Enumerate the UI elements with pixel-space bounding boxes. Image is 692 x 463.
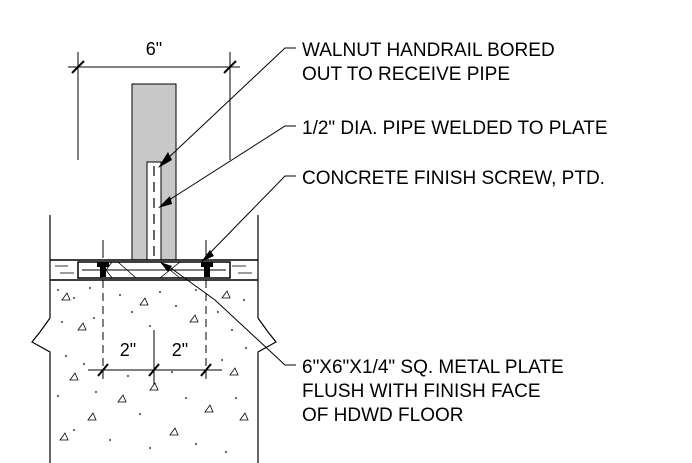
callout-handrail-line-1: WALNUT HANDRAIL BORED [302, 40, 555, 61]
slab-outline [31, 215, 277, 463]
screw-spacing-right-label: 2" [172, 340, 188, 360]
callout-plate-line-2: FLUSH WITH FINISH FACE [302, 381, 541, 402]
callout-handrail-line-2: OUT TO RECEIVE PIPE [302, 64, 510, 85]
hardwood-floor-hatch [55, 265, 252, 274]
finish-screw-left [97, 262, 109, 277]
screw-spacing-left-label: 2" [120, 340, 136, 360]
concrete-dots [57, 287, 247, 453]
callout-pipe-line-1: 1/2" DIA. PIPE WELDED TO PLATE [302, 118, 608, 139]
callout-plate-line-1: 6"X6"X1/4" SQ. METAL PLATE [302, 357, 564, 378]
handrail-bore [146, 161, 162, 261]
concrete-hatch [59, 290, 249, 441]
finish-screw-right [201, 262, 213, 277]
screw-spacing-dimension [88, 330, 222, 385]
reference-lines [102, 240, 207, 258]
width-dimension-label: 6" [146, 39, 162, 59]
callout-leaders [165, 47, 296, 366]
screw-shafts [102, 280, 207, 380]
callout-screw-line-1: CONCRETE FINISH SCREW, PTD. [302, 168, 605, 189]
callout-arrowheads [158, 152, 214, 272]
width-dimension [68, 52, 240, 160]
callout-plate-line-3: OF HDWD FLOOR [302, 405, 464, 426]
